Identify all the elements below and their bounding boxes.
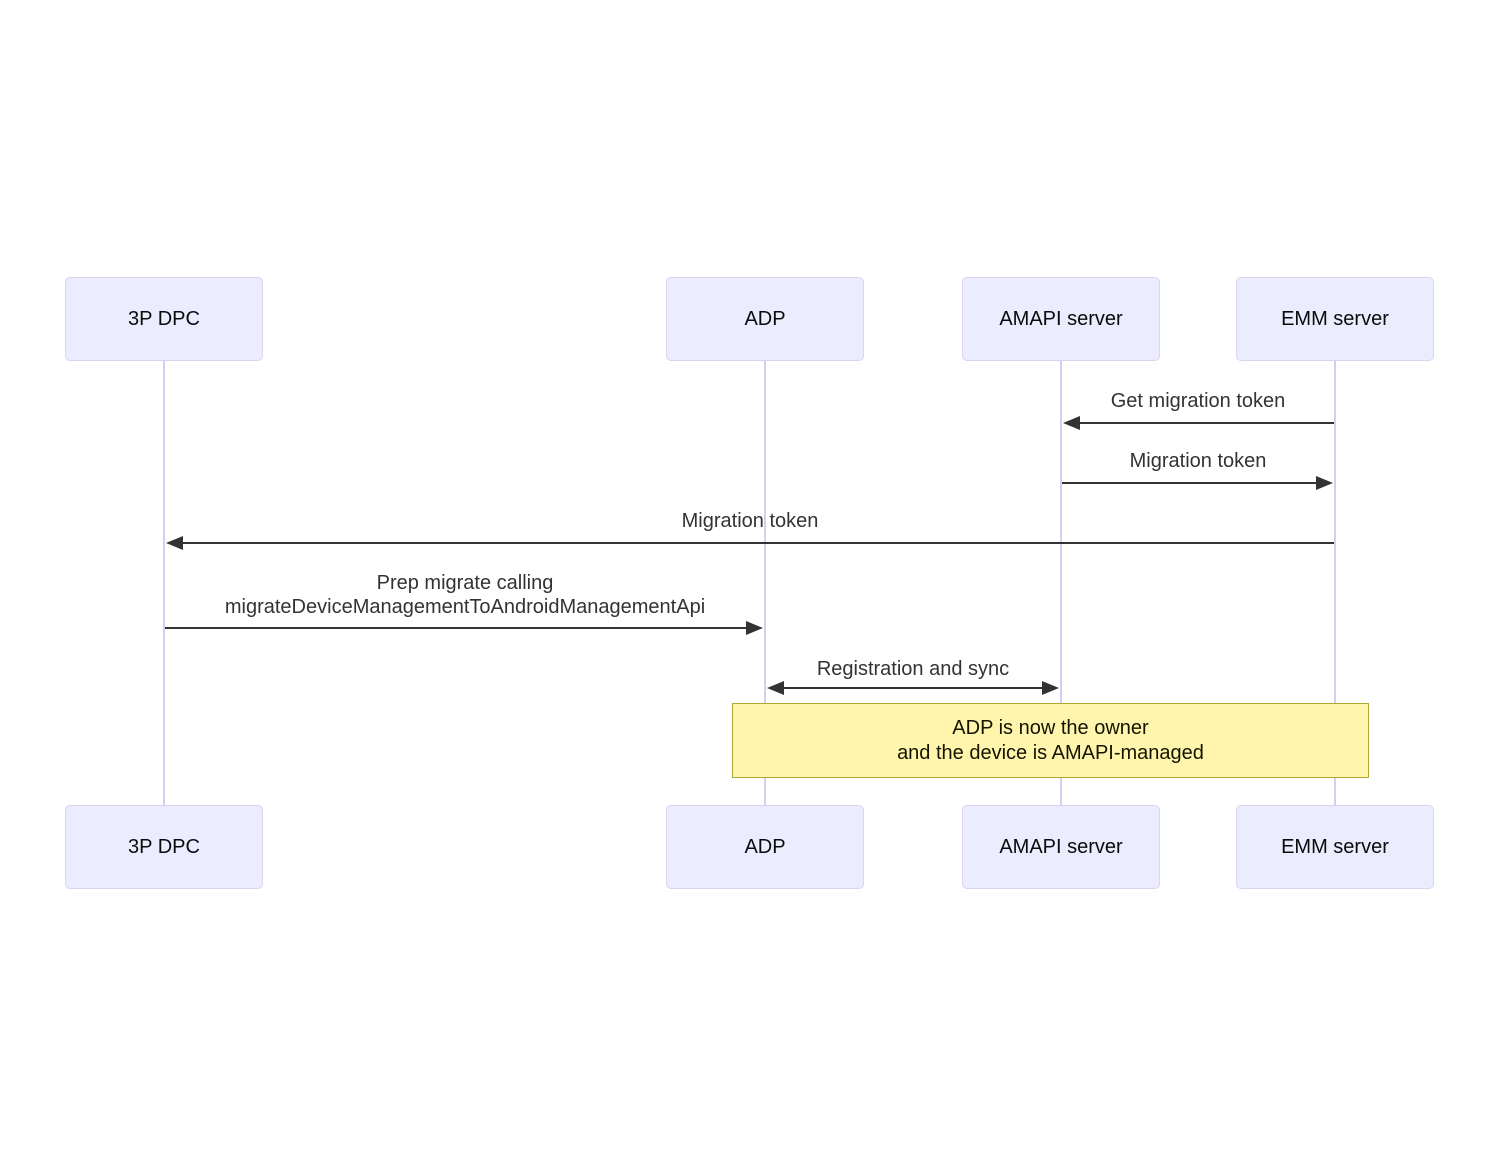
arrowhead-prep-migrate <box>746 621 763 635</box>
actor-3p-dpc-label: 3P DPC <box>128 307 200 330</box>
note-adp-owner: ADP is now the owner and the device is A… <box>732 703 1369 778</box>
actor-amapi-server-label-bottom: AMAPI server <box>999 835 1123 858</box>
arrowhead-get-migration-token <box>1063 416 1080 430</box>
actor-adp-top: ADP <box>666 277 864 361</box>
actor-adp-bottom: ADP <box>666 805 864 889</box>
message-label-get-migration-token: Get migration token <box>1110 390 1286 412</box>
arrowhead-registration-left <box>767 681 784 695</box>
actor-amapi-server-top: AMAPI server <box>962 277 1160 361</box>
actor-3p-dpc-top: 3P DPC <box>65 277 263 361</box>
lifeline-3p-dpc <box>163 360 165 806</box>
actor-amapi-server-bottom: AMAPI server <box>962 805 1160 889</box>
actor-3p-dpc-label-bottom: 3P DPC <box>128 835 200 858</box>
arrowhead-registration-right <box>1042 681 1059 695</box>
actor-emm-server-bottom: EMM server <box>1236 805 1434 889</box>
actor-emm-server-top: EMM server <box>1236 277 1434 361</box>
actor-emm-server-label: EMM server <box>1281 307 1389 330</box>
lifeline-emm-server <box>1334 360 1336 806</box>
message-label-prep-migrate: Prep migrate calling migrateDeviceManage… <box>225 571 705 619</box>
actor-amapi-server-label: AMAPI server <box>999 307 1123 330</box>
actor-3p-dpc-bottom: 3P DPC <box>65 805 263 889</box>
actor-emm-server-label-bottom: EMM server <box>1281 835 1389 858</box>
arrowhead-migration-token-to-3p-dpc <box>166 536 183 550</box>
note-line1: ADP is now the owner <box>952 717 1149 739</box>
message-label-registration-and-sync: Registration and sync <box>816 658 1010 680</box>
message-label-prep-migrate-line1: Prep migrate calling <box>376 572 554 594</box>
message-label-migration-token-to-emm: Migration token <box>1129 450 1267 472</box>
actor-adp-label: ADP <box>744 307 786 330</box>
lifeline-amapi-server <box>1060 360 1062 806</box>
actor-adp-label-bottom: ADP <box>744 835 786 858</box>
lifeline-adp <box>764 360 766 806</box>
message-label-migration-token-to-3p-dpc: Migration token <box>681 510 819 532</box>
message-label-prep-migrate-line2: migrateDeviceManagementToAndroidManageme… <box>224 596 706 618</box>
note-line2: and the device is AMAPI-managed <box>897 742 1204 764</box>
arrowhead-migration-token-to-emm <box>1316 476 1333 490</box>
